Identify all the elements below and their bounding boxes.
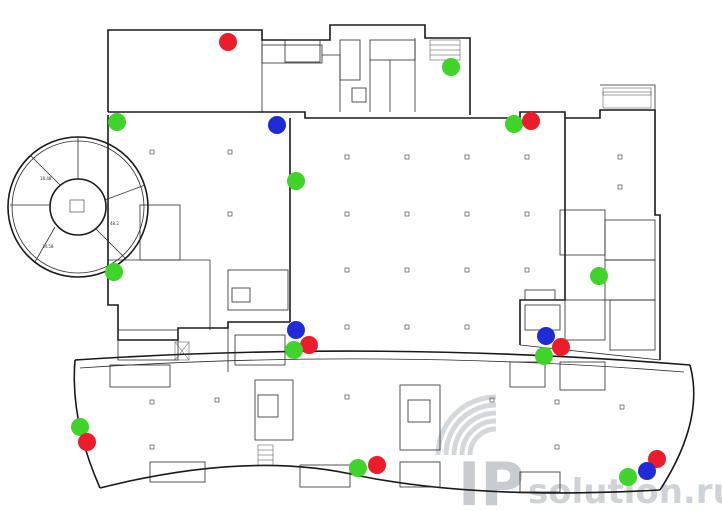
access-point-green	[287, 172, 305, 190]
wifi-signal-icon	[435, 394, 497, 456]
svg-text:18.48: 18.48	[40, 176, 52, 181]
access-point-blue	[537, 327, 555, 345]
access-point-red	[219, 33, 237, 51]
access-point-green	[590, 267, 608, 285]
svg-text:34.58: 34.58	[42, 244, 54, 249]
access-point-green	[535, 347, 553, 365]
interior-walls	[108, 38, 661, 493]
access-point-green	[105, 263, 123, 281]
access-point-red	[78, 433, 96, 451]
access-point-red	[368, 456, 386, 474]
pillars	[149, 149, 625, 450]
access-point-blue	[268, 116, 286, 134]
access-point-green	[285, 341, 303, 359]
access-point-red	[522, 112, 540, 130]
access-point-blue	[638, 462, 656, 480]
access-point-red	[552, 338, 570, 356]
access-point-green	[108, 113, 126, 131]
svg-text:48.2: 48.2	[110, 221, 119, 226]
access-point-green	[442, 58, 460, 76]
access-point-markers	[71, 33, 666, 486]
watermark-prefix: IP	[458, 450, 524, 511]
round-tower: 18.48 34.58 48.2	[7, 136, 149, 278]
access-point-red	[300, 336, 318, 354]
outer-walls	[73, 24, 695, 494]
access-point-green	[505, 115, 523, 133]
access-point-red	[648, 450, 666, 468]
access-point-blue	[287, 321, 305, 339]
access-point-green	[71, 418, 89, 436]
access-point-green	[619, 468, 637, 486]
access-point-green	[349, 459, 367, 477]
